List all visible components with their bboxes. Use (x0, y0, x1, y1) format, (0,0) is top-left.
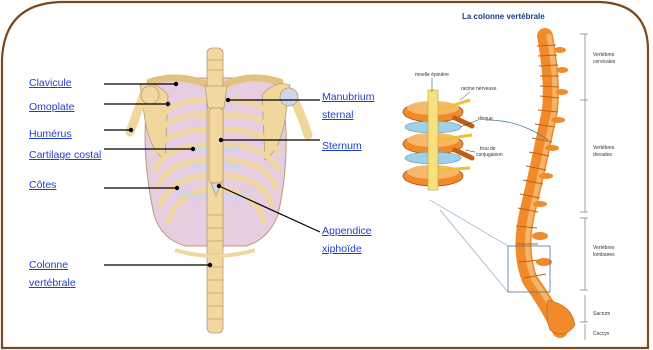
label-cervicales-line2: cervicales (593, 59, 615, 65)
sacrum (547, 300, 575, 334)
region-brackets (580, 34, 588, 340)
label-trou-line2: conjugaison (476, 152, 503, 158)
label-moelle: moelle épinière (415, 72, 449, 78)
inset-vertebrae (403, 90, 472, 190)
label-racine: racine nerveuse (461, 86, 497, 92)
label-lombaires-line1: Vertèbres (593, 245, 614, 251)
label-disque: disque (478, 116, 493, 122)
label-dorsales-line1: Vertèbres (593, 145, 614, 151)
label-sacrum: Sacrum (593, 311, 610, 317)
detail-connector-top (430, 200, 508, 246)
detail-connector-bottom (440, 210, 508, 292)
label-dorsales-line2: dorsales (593, 152, 612, 158)
label-lombaires-line2: lombaires (593, 252, 615, 258)
label-coccyx: Coccyx (593, 331, 609, 337)
label-cervicales-line1: Vertèbres (593, 52, 614, 58)
